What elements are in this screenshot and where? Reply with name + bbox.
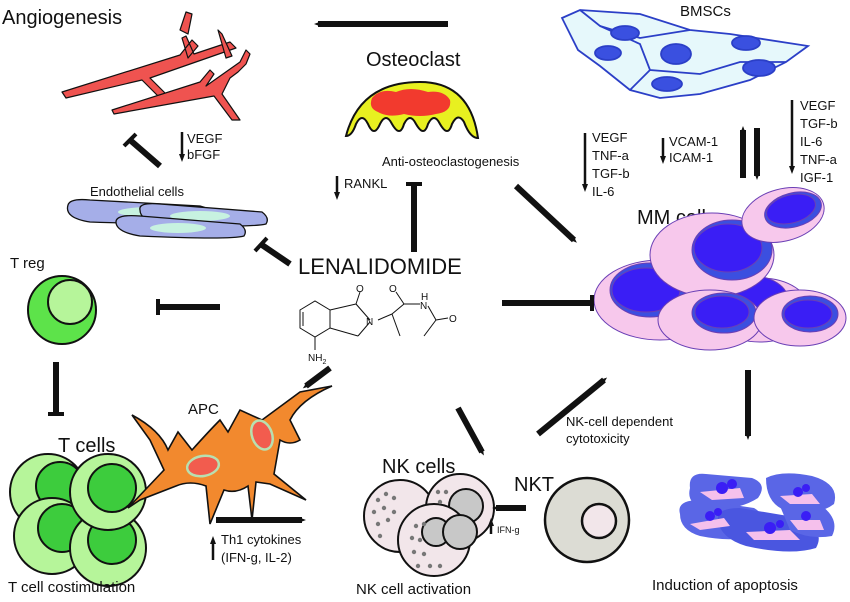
lenalidomide-label: LENALIDOMIDE [298, 254, 462, 279]
nk-cells-label: NK cells [382, 456, 455, 478]
t-cells-label: T cells [58, 435, 115, 457]
apc-label: APC [188, 401, 219, 418]
bmscs-icon [560, 9, 811, 99]
inhibit-lenalidomide-to-endothelial [253, 236, 292, 267]
mm-factor-il6: IL-6 [592, 184, 614, 199]
inhibit-treg-to-tcells [48, 362, 64, 416]
bond [355, 303, 371, 321]
nk-to-mm-cytotoxicity-arrow [536, 377, 608, 437]
bond [329, 303, 357, 311]
angiogenesis-vessels-icon [61, 11, 251, 121]
th1-cytokines-label: Th1 cytokines [221, 532, 302, 547]
lenalidomide-to-apc-arrow [302, 365, 332, 389]
inhibit-lenalidomide-to-treg [156, 299, 220, 315]
lenalidomide-to-nk-arrow [455, 406, 485, 456]
th1-cytokines-detail: (IFN-g, IL-2) [221, 550, 292, 565]
t-cell-costimulation-label: T cell costimulation [8, 579, 135, 596]
lenalidomide-structure [299, 291, 449, 350]
bond [427, 305, 437, 321]
angio-factor-vegf: VEGF [187, 131, 222, 146]
mm-factor-tgfb: TGF-b [592, 166, 630, 181]
nk-cytotoxicity-label-2: cytotoxicity [566, 431, 630, 446]
inhibit-endothelial-to-angiogenesis [122, 132, 162, 169]
osteoclast-to-mm-arrow [513, 183, 577, 243]
benzene-ring [299, 300, 331, 338]
apoptotic-cells-icon [679, 473, 836, 552]
rankl-label: RANKL [344, 176, 387, 191]
inhibit-lenalidomide-to-osteoclast [406, 182, 422, 252]
nk-granules [371, 489, 449, 569]
nk-cells-icon [363, 473, 495, 577]
mm-cells-icon [593, 187, 847, 351]
atom-nitrogen: N [366, 317, 373, 328]
amine-subscript: 2 [322, 359, 326, 366]
atom-amine: NH2 [308, 353, 326, 366]
endothelial-cells-icon [66, 198, 268, 239]
osteoclast-icon [344, 80, 480, 140]
adhesion-vcam1: VCAM-1 [669, 134, 718, 149]
bond [357, 321, 371, 337]
carbonyl-bond [355, 291, 361, 305]
bond [423, 319, 437, 337]
atom-oxygen: O [389, 284, 397, 295]
atom-nitrogen: N [420, 301, 427, 312]
adhesion-icam1: ICAM-1 [669, 150, 713, 165]
induction-of-apoptosis-label: Induction of apoptosis [652, 577, 798, 594]
ifng-label: IFN-g [497, 525, 520, 535]
nk-cell-activation-label: NK cell activation [356, 581, 471, 598]
anti-osteoclastogenesis-label: Anti-osteoclastogenesis [382, 154, 520, 169]
apc-cells-icon [127, 385, 333, 525]
bmscs-label: BMSCs [680, 3, 731, 20]
bmsc-factor-tgfb: TGF-b [800, 116, 838, 131]
bond [391, 303, 405, 315]
bmsc-factor-vegf: VEGF [800, 98, 835, 113]
mm-factor-tnfa: TNF-a [592, 148, 630, 163]
inhibit-lenalidomide-to-mm [502, 295, 594, 311]
angio-factor-bfgf: bFGF [187, 147, 220, 162]
bmsc-factor-igf1: IGF-1 [800, 170, 833, 185]
nkt-cell-icon [543, 476, 631, 564]
nkt-label: NKT [514, 474, 554, 496]
atom-oxygen: O [356, 284, 364, 295]
atom-hydrogen: H [421, 292, 428, 303]
osteoclast-label: Osteoclast [366, 49, 461, 71]
t-cells-icon [9, 453, 147, 587]
treg-label: T reg [10, 255, 45, 272]
bond [329, 327, 359, 337]
nk-cytotoxicity-label-1: NK-cell dependent [566, 414, 673, 429]
bmsc-factor-tnfa: TNF-a [800, 152, 838, 167]
amine-text: NH [308, 353, 322, 364]
bond [377, 313, 393, 321]
treg-cell-icon [27, 275, 97, 345]
carbonyl-bond [395, 291, 405, 305]
bond [435, 317, 449, 321]
endothelial-cells-label: Endothelial cells [90, 184, 184, 199]
bmsc-factor-il6: IL-6 [800, 134, 822, 149]
atom-oxygen: O [449, 314, 457, 325]
methyl-bond [391, 313, 401, 337]
angiogenesis-label: Angiogenesis [2, 7, 122, 29]
mm-factor-vegf: VEGF [592, 130, 627, 145]
